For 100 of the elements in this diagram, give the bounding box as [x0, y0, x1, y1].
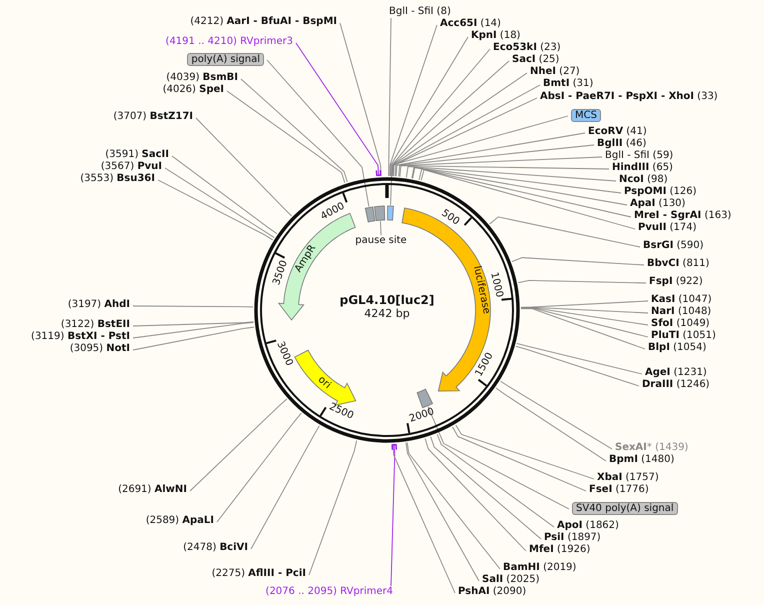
tick-label: 1500 [473, 350, 496, 379]
tick-label: 3500 [271, 259, 291, 288]
site-label: (4039) BsmBI [166, 72, 238, 84]
site-label: PvuII (174) [638, 222, 696, 234]
site-label: FspI (922) [649, 276, 703, 288]
site-label: PluTI (1051) [651, 330, 716, 342]
site-label: MfeI (1926) [529, 544, 590, 556]
leader-line [388, 18, 392, 176]
site-label: (4026) SpeI [162, 84, 224, 96]
leader-line [266, 60, 370, 208]
leader-line [406, 166, 616, 182]
leader-line [250, 425, 320, 550]
leader-line [390, 443, 396, 586]
site-label: (2275) AflIII - PciI [212, 568, 306, 580]
feature-label: pause site [355, 235, 407, 247]
site-label: BlpI (1054) [648, 342, 706, 354]
tick-label: 3000 [274, 340, 295, 369]
site-label: XbaI (1757) [597, 472, 659, 484]
leader-line [412, 167, 628, 206]
site-label: (3122) BstEII [60, 319, 130, 331]
site-label: NcoI (98) [619, 174, 668, 186]
leader-line [520, 306, 648, 314]
leader-line [489, 216, 640, 248]
site-label: KpnI (18) [471, 30, 520, 42]
leader-line [390, 36, 468, 176]
site-label: BglI - SfiI (59) [605, 150, 674, 162]
site-label: BsrGI (590) [643, 240, 704, 252]
site-label: (3567) PvuI [100, 161, 162, 173]
leader-line [190, 398, 288, 492]
site-label: (2691) AlwNI [118, 484, 187, 496]
site-label: SexAI* (1439) [615, 442, 688, 454]
leader-line [296, 42, 380, 177]
leader-line [500, 380, 612, 450]
site-label: PsiI (1897) [544, 532, 601, 544]
leader-line [512, 257, 644, 266]
site-label: Acc65I (14) [440, 18, 501, 30]
site-label: SalI (2025) [482, 574, 540, 586]
site-label: (3707) BstZ17I [113, 111, 193, 123]
site-label: BglII (46) [597, 138, 646, 150]
site-label: PspOMI (126) [624, 186, 697, 198]
leader-line [132, 321, 254, 326]
leader-line [240, 78, 348, 182]
plasmid-name: pGL4.10[luc2] [340, 294, 434, 306]
leader-line [411, 167, 622, 194]
site-label: (3553) Bsu36I [80, 173, 155, 185]
leader-line [196, 118, 292, 216]
feature-tag: MCS [571, 109, 601, 122]
site-label: KasI (1047) [651, 294, 712, 306]
leader-line [172, 156, 278, 234]
site-label: BamHI (2019) [503, 562, 576, 574]
site-label: FseI (1776) [589, 484, 649, 496]
site-label: SfoI (1049) [651, 318, 710, 330]
leader-line [392, 84, 540, 177]
site-label: HindIII (65) [612, 162, 673, 174]
leader-line [406, 442, 500, 570]
leader-line [418, 168, 632, 218]
site-label: MreI - SgrAI (163) [634, 210, 732, 222]
leader-line [216, 412, 302, 522]
site-label: EcoRV (41) [588, 126, 647, 138]
site-label: (3197) AhdI [68, 299, 130, 311]
leader-line [428, 406, 570, 510]
tick-label: 2000 [408, 406, 436, 426]
feature-tag: SV40 poly(A) signal [572, 502, 678, 515]
site-label: AbsI - PaeR7I - PspXI - XhoI (33) [540, 91, 718, 103]
leader-line [398, 156, 602, 177]
leader-line [516, 343, 642, 374]
leader-line [164, 168, 275, 238]
site-label: (3591) SacII [105, 149, 169, 161]
site-label: (3095) NotI [70, 343, 130, 355]
site-label: SacI (25) [512, 54, 560, 66]
feature-tag: poly(A) signal [187, 53, 264, 66]
leader-line [520, 308, 648, 338]
site-label: (4212) AarI - BfuAI - BspMI [190, 16, 337, 28]
leader-line [392, 72, 528, 177]
site-label: AgeI (1231) [645, 367, 707, 379]
leader-line [132, 326, 255, 350]
leader-line [132, 306, 254, 308]
leader-line [496, 388, 606, 462]
leader-line [393, 98, 538, 177]
leader-line [380, 220, 382, 236]
site-label: NheI (27) [530, 66, 580, 78]
leader-line [392, 443, 456, 594]
leader-line [518, 280, 646, 284]
site-label: BbvCI (811) [647, 258, 710, 270]
site-label: BglI - SfiI (8) [389, 6, 451, 18]
leader-line [396, 144, 594, 177]
leader-line [420, 169, 636, 230]
leader-line [520, 308, 646, 350]
leader-line [424, 438, 526, 552]
primer-label: (4191 .. 4210) RVprimer3 [166, 36, 293, 48]
tick-label: 2500 [327, 402, 356, 423]
site-label: BmtI (31) [543, 78, 594, 90]
site-label: (2589) ApaLI [146, 515, 214, 527]
leader-line [520, 307, 648, 326]
leader-line [436, 434, 554, 528]
site-label: (2478) BciVI [183, 542, 248, 554]
leader-line [430, 436, 542, 540]
leader-line [394, 132, 586, 177]
site-label: (3119) BstXI - PstI [31, 331, 130, 343]
leader-line [390, 116, 568, 206]
